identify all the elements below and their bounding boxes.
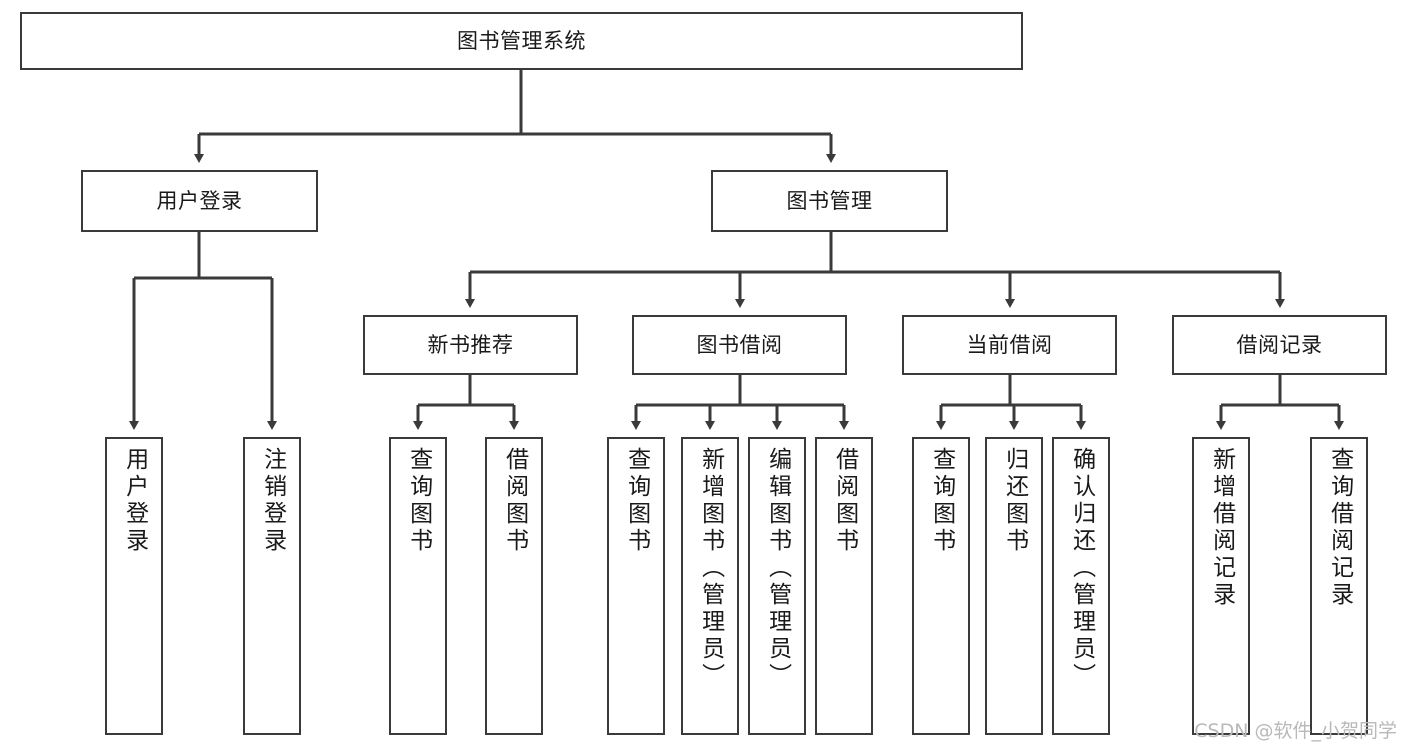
user-login-to-leaves-connectors [129, 232, 277, 430]
current-borrow-to-leaves-connectors [936, 375, 1086, 430]
node-root-label: 图书管理系统 [457, 28, 586, 53]
node-borrow-record-label: 借阅记录 [1236, 332, 1323, 357]
new-book-to-leaves-connectors [413, 375, 519, 430]
leaf-node[interactable]: 编辑图书（管理员） [748, 437, 806, 735]
leaf-node-label: 查询图书 [623, 447, 650, 555]
node-current-borrow-label: 当前借阅 [966, 332, 1053, 357]
leaf-node[interactable]: 查询图书 [389, 437, 447, 735]
leaf-node[interactable]: 注销登录 [243, 437, 301, 735]
node-new-book-recommend-label: 新书推荐 [427, 332, 514, 357]
leaf-node-label: 归还图书 [1001, 447, 1028, 555]
leaf-node[interactable]: 新增借阅记录 [1192, 437, 1250, 735]
node-book-borrow-label: 图书借阅 [696, 332, 783, 357]
node-book-management[interactable]: 图书管理 [711, 170, 948, 232]
book-borrow-to-leaves-connectors [631, 375, 849, 430]
root-to-level2-connectors [194, 70, 836, 163]
node-book-management-label: 图书管理 [786, 188, 873, 213]
leaf-node-label: 借阅图书 [501, 447, 528, 555]
leaf-node-label: 查询借阅记录 [1326, 447, 1353, 609]
leaf-node-label: 借阅图书 [831, 447, 858, 555]
leaf-node-label: 编辑图书（管理员） [764, 447, 791, 690]
node-user-login-label: 用户登录 [156, 188, 243, 213]
leaf-node[interactable]: 查询图书 [607, 437, 665, 735]
leaf-node[interactable]: 借阅图书 [815, 437, 873, 735]
leaf-node[interactable]: 用户登录 [105, 437, 163, 735]
book-mgmt-to-level3-connectors [465, 232, 1285, 308]
leaf-node[interactable]: 查询借阅记录 [1310, 437, 1368, 735]
node-new-book-recommend[interactable]: 新书推荐 [363, 315, 578, 375]
leaf-node[interactable]: 确认归还（管理员） [1052, 437, 1110, 735]
leaf-node-label: 查询图书 [928, 447, 955, 555]
leaf-node-label: 注销登录 [259, 447, 286, 555]
leaf-node[interactable]: 新增图书（管理员） [681, 437, 739, 735]
leaf-node-label: 确认归还（管理员） [1068, 447, 1095, 690]
node-book-borrow[interactable]: 图书借阅 [632, 315, 847, 375]
leaf-node[interactable]: 归还图书 [985, 437, 1043, 735]
borrow-record-to-leaves-connectors [1216, 375, 1344, 430]
leaf-node-label: 新增图书（管理员） [697, 447, 724, 690]
leaf-node-label: 查询图书 [405, 447, 432, 555]
leaf-node[interactable]: 借阅图书 [485, 437, 543, 735]
leaf-node-label: 新增借阅记录 [1208, 447, 1235, 609]
node-user-login[interactable]: 用户登录 [81, 170, 318, 232]
leaf-node[interactable]: 查询图书 [912, 437, 970, 735]
node-borrow-record[interactable]: 借阅记录 [1172, 315, 1387, 375]
watermark-text: CSDN @软件_小贺同学 [1194, 720, 1397, 742]
node-current-borrow[interactable]: 当前借阅 [902, 315, 1117, 375]
node-root[interactable]: 图书管理系统 [20, 12, 1023, 70]
leaf-node-label: 用户登录 [121, 447, 148, 555]
